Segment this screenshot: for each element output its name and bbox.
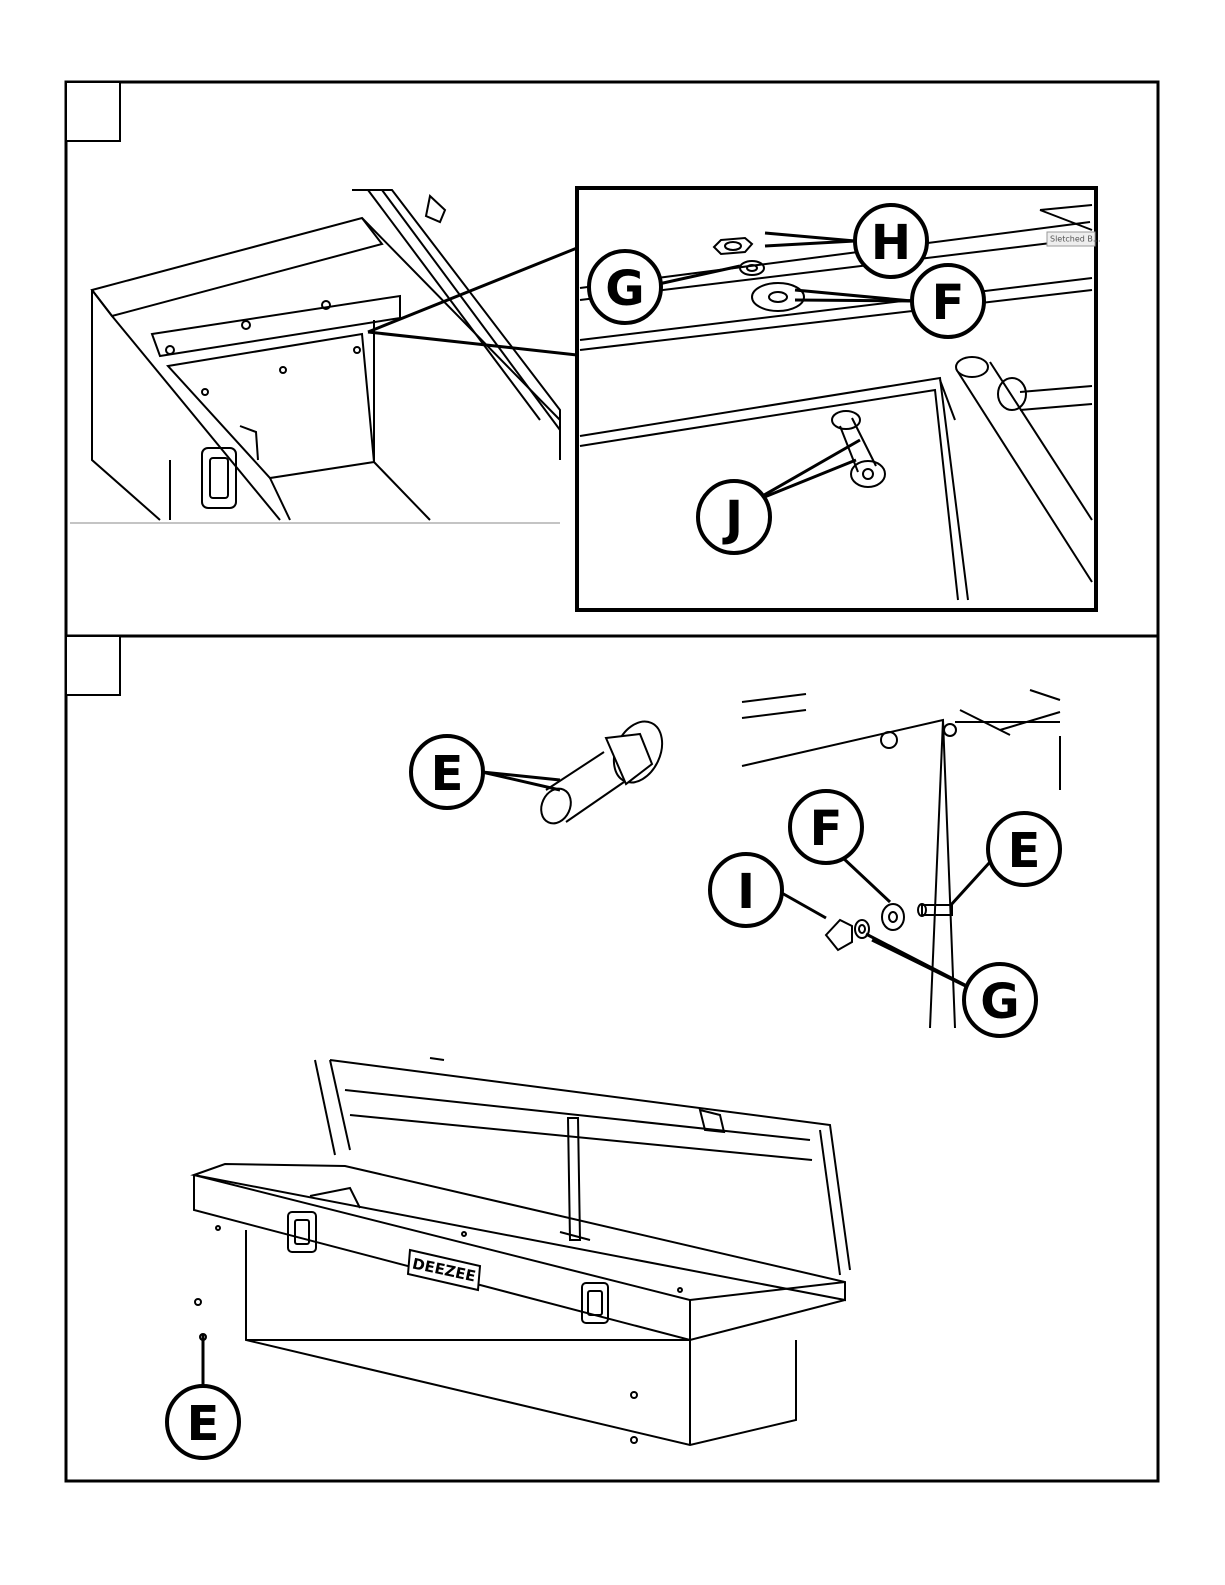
inset-tab-text: Sletched B... [1050,235,1101,244]
label-E-bolt: E [431,746,464,802]
label-J: J [722,491,743,547]
step-2-panel: DEEZEE E F E I G E [66,636,1158,1481]
toolbox-open-view [70,190,560,523]
callout-I: I [710,854,782,926]
label-I: I [737,864,755,920]
callout-H: H [855,205,927,277]
callout-F-detail: F [790,791,862,863]
label-E-detail: E [1008,823,1041,879]
deezee-logo: DEEZEE [408,1250,480,1290]
callout-F: F [912,265,984,337]
step-1-panel: Sletched B... H G F [66,82,1158,636]
step-2-number-box [66,636,120,695]
callout-E-detail: E [988,813,1060,885]
step-1-number-box [66,82,120,141]
inset-detail: Sletched B... H G F [577,188,1101,610]
label-H: H [871,215,911,271]
callout-G: G [589,251,661,323]
label-E-box: E [187,1396,220,1452]
label-G: G [605,261,644,317]
label-G-detail: G [980,974,1019,1030]
label-F-detail: F [810,801,843,857]
callout-J: J [698,481,770,553]
label-F: F [932,275,965,331]
callout-E-box: E [167,1386,239,1458]
toolbox-front-view [194,1058,850,1445]
callout-E-bolt: E [411,736,483,808]
callout-G-detail: G [964,964,1036,1036]
carriage-bolt [536,714,672,829]
